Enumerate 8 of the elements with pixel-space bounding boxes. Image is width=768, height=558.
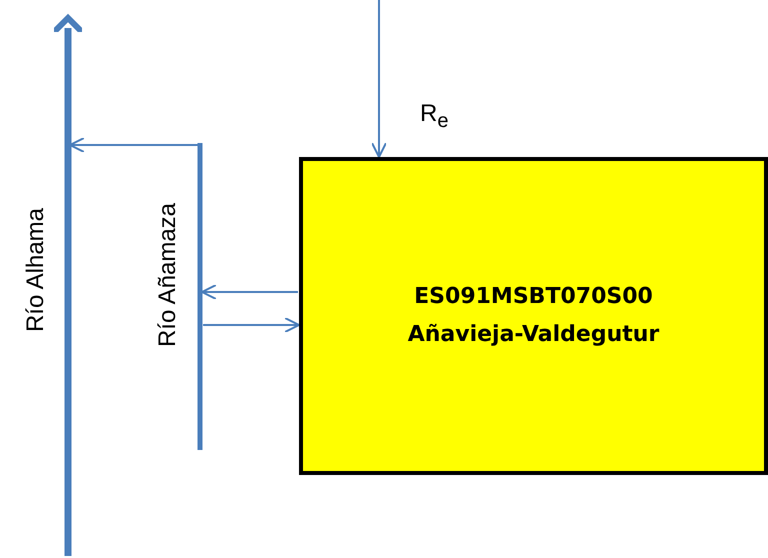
arrow bbox=[203, 317, 300, 333]
river-name: Río Alhama bbox=[22, 208, 50, 332]
arrow bbox=[201, 284, 298, 300]
water-body-code: ES091MSBT070S00 bbox=[414, 283, 653, 311]
water-body-box bbox=[299, 157, 768, 475]
river-name: Río Añamaza bbox=[154, 202, 182, 348]
water-body-name: Añavieja-Valdegutur bbox=[408, 321, 660, 349]
arrow bbox=[371, 0, 387, 158]
